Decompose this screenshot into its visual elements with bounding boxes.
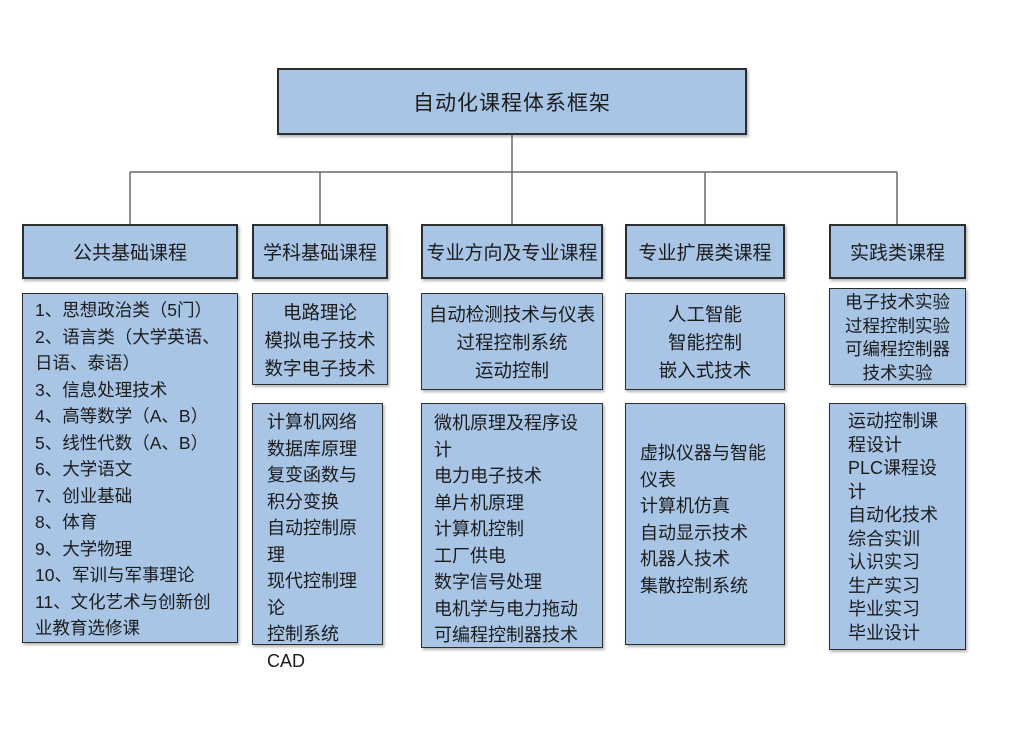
- course-line: 认识实习: [848, 552, 920, 572]
- course-line: 复变函数与积分变换: [267, 465, 357, 512]
- course-line: 微机原理及程序设计: [434, 413, 578, 460]
- course-line: 运动控制课程设计: [848, 411, 938, 455]
- course-line: 6、大学语文: [35, 459, 133, 479]
- course-line: 自动检测技术与仪表: [428, 304, 596, 325]
- category-box-practice: 实践类课程: [829, 224, 966, 279]
- category-label: 专业方向及专业课程: [426, 243, 598, 264]
- course-line: 计算机网络: [267, 412, 357, 432]
- course-line: 自动控制原理: [267, 518, 357, 565]
- course-line: 过程控制实验: [845, 315, 950, 336]
- course-line: 毕业设计: [848, 622, 920, 643]
- root-title-box: 自动化课程体系框架: [277, 68, 747, 135]
- course-line: 数字信号处理: [434, 572, 542, 592]
- category-box-discipline-basic: 学科基础课程: [252, 224, 388, 279]
- course-list-major-other: 微机原理及程序设计电力电子技术单片机原理计算机控制工厂供电数字信号处理电机学与电…: [421, 403, 603, 648]
- course-line: 计算机控制: [434, 519, 524, 539]
- course-line: 毕业实习: [848, 599, 920, 619]
- course-list-public-basic: 1、思想政治类（5门） 2、语言类（大学英语、日语、泰语） 3、信息处理技术 4、高等…: [22, 293, 238, 643]
- course-list-discipline-core: 电路理论模拟电子技术数字电子技术: [252, 293, 388, 385]
- course-line: 自动化技术综合实训: [848, 505, 938, 549]
- course-line: 8、体育: [35, 512, 98, 532]
- page-title: 自动化课程体系框架: [413, 91, 611, 115]
- course-list-practice-labs: 电子技术实验过程控制实验可编程控制器技术实验: [829, 288, 966, 385]
- course-list-major-core: 自动检测技术与仪表过程控制系统运动控制: [421, 293, 603, 390]
- category-box-major-extension: 专业扩展类课程: [625, 224, 785, 279]
- course-line: 运动控制: [474, 360, 549, 381]
- course-line: 10、军训与军事理论: [35, 565, 195, 585]
- course-line: 数据库原理: [267, 438, 357, 459]
- course-line: 机器人技术: [640, 549, 730, 569]
- course-line: 4、高等数学（A、B）: [35, 406, 209, 426]
- course-list-extension-other: 虚拟仪器与智能仪表计算机仿真自动显示技术机器人技术集散控制系统: [625, 403, 785, 645]
- course-line: 9、大学物理: [35, 538, 133, 559]
- course-line: 现代控制理论: [267, 571, 357, 618]
- course-line: 虚拟仪器与智能仪表: [640, 443, 766, 490]
- course-line: PLC课程设计: [848, 458, 938, 502]
- course-line: 电力电子技术: [434, 466, 542, 486]
- course-line: 电子技术实验: [845, 292, 950, 312]
- course-line: 电机学与电力拖动: [434, 598, 578, 619]
- category-label: 学科基础课程: [262, 243, 377, 264]
- course-line: 7、创业基础: [35, 485, 133, 506]
- category-label: 实践类课程: [849, 243, 945, 264]
- course-list-discipline-other: 计算机网络数据库原理复变函数与积分变换自动控制原理现代控制理论控制系统CAD: [252, 403, 383, 671]
- course-line: 5、线性代数（A、B）: [35, 432, 209, 453]
- course-line: 控制系统CAD: [267, 624, 339, 671]
- course-line: 可编程控制器技术实验: [845, 339, 950, 383]
- course-line: 自动显示技术: [640, 522, 748, 543]
- course-line: 工厂供电: [434, 545, 506, 566]
- course-line: 生产实习: [848, 575, 920, 596]
- course-line: 电路理论: [282, 302, 357, 323]
- course-list-extension-core: 人工智能智能控制嵌入式技术: [625, 293, 785, 390]
- category-label: 公共基础课程: [72, 243, 187, 264]
- course-line: 11、文化艺术与创新创业教育选修课: [35, 591, 211, 639]
- course-line: 2、语言类（大学英语、日语、泰语）: [35, 326, 220, 374]
- course-line: 数字电子技术: [264, 358, 376, 379]
- course-line: 单片机原理: [434, 492, 524, 513]
- course-line: 人工智能: [667, 304, 742, 325]
- category-label: 专业扩展类课程: [638, 243, 772, 264]
- course-line: 智能控制: [667, 332, 742, 353]
- course-line: 嵌入式技术: [658, 360, 752, 381]
- course-line: 计算机仿真: [640, 496, 730, 516]
- course-line: 可编程控制器技术: [434, 625, 578, 645]
- category-box-public-basic: 公共基础课程: [22, 224, 238, 279]
- course-line: 1、思想政治类（5门）: [35, 300, 212, 320]
- course-line: 过程控制系统: [456, 332, 568, 353]
- course-line: 模拟电子技术: [264, 330, 376, 351]
- course-line: 3、信息处理技术: [35, 379, 168, 400]
- category-box-major-direction: 专业方向及专业课程: [421, 224, 603, 279]
- course-line: 集散控制系统: [640, 575, 748, 596]
